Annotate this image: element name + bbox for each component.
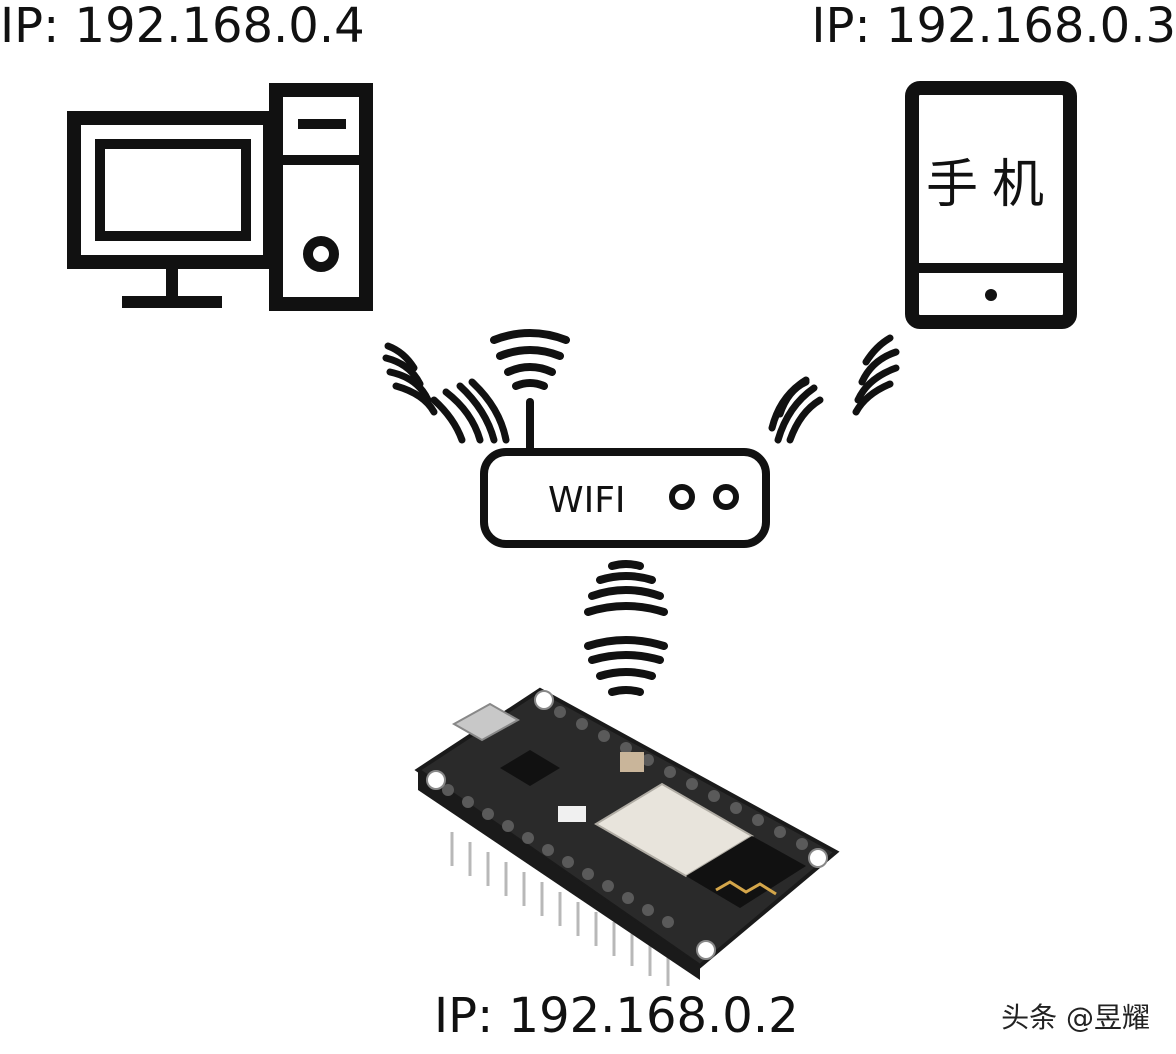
router-led-2	[713, 484, 739, 510]
board-usb-chip	[500, 750, 560, 786]
board-ip-label: IP: 192.168.0.2	[434, 988, 799, 1044]
board-antenna-trace	[715, 880, 777, 896]
wifi-signal-down-icon	[584, 560, 668, 696]
desktop-computer-icon	[67, 83, 373, 311]
wifi-signal-left-icon	[382, 342, 510, 444]
board-component	[620, 752, 644, 772]
router-label: WIFI	[548, 480, 626, 521]
monitor-screen	[95, 139, 251, 241]
esp8266-board-image	[414, 687, 840, 986]
board-component-2	[558, 806, 586, 822]
board-usb-port	[451, 702, 521, 742]
phone-label: 手机	[926, 155, 1058, 215]
pc-ip-label: IP: 192.168.0.4	[0, 0, 365, 54]
board-mount-hole-2	[534, 690, 554, 710]
phone-ip-label: IP: 192.168.0.3	[811, 0, 1176, 54]
phone-icon: 手机	[905, 81, 1077, 329]
board-header-right	[554, 706, 808, 850]
wifi-signal-right-icon	[768, 334, 900, 444]
router-antenna	[490, 329, 570, 458]
board-mount-hole-4	[696, 940, 716, 960]
board-pins	[450, 832, 670, 986]
router-body	[480, 448, 770, 548]
board-header-left	[442, 784, 674, 928]
router-led-1	[669, 484, 695, 510]
board-edge	[418, 770, 700, 980]
wifi-router-icon: WIFI	[480, 448, 770, 548]
phone-home-button	[985, 289, 997, 301]
board-mount-hole-1	[426, 770, 446, 790]
tower-power-button	[303, 236, 339, 272]
watermark: 头条 @昱耀	[1001, 1001, 1150, 1034]
phone-frame	[905, 81, 1077, 329]
board-mount-hole-3	[808, 848, 828, 868]
pc-tower	[269, 83, 373, 311]
